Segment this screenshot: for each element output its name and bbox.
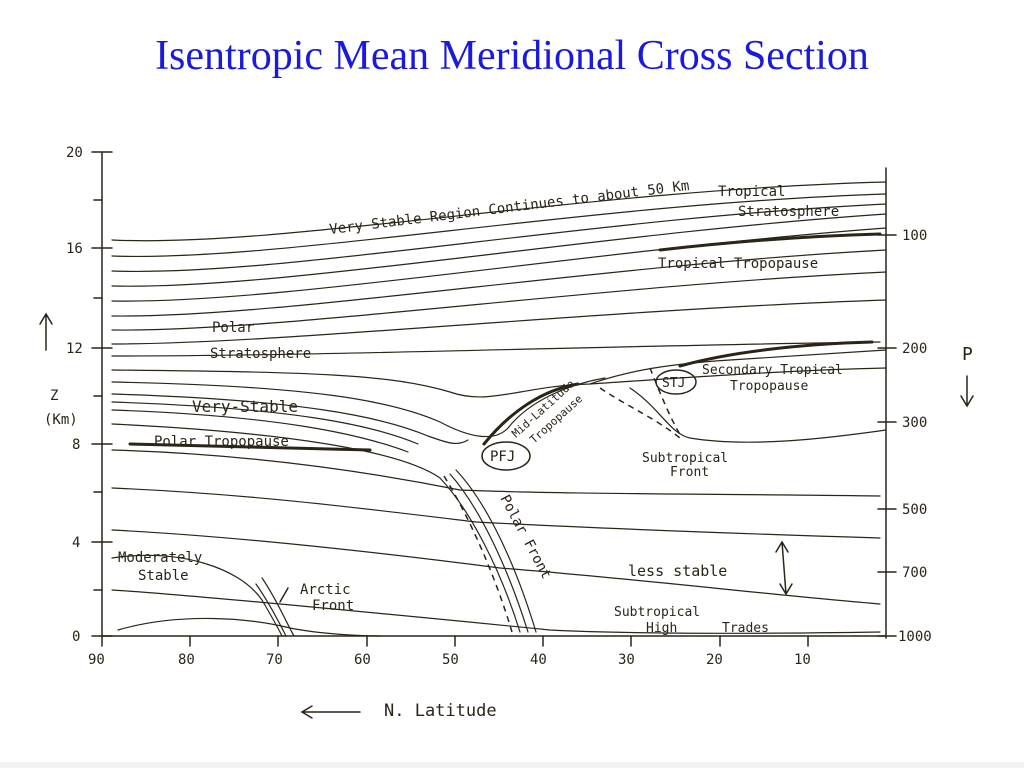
lat-tick-70: 70 — [266, 652, 283, 668]
very-stable-region-label: Very Stable Region Continues to about 50… — [329, 178, 691, 238]
lat-tick-40: 40 — [530, 652, 547, 668]
lat-tick-10: 10 — [794, 652, 811, 668]
lat-tick-90: 90 — [88, 652, 105, 668]
moderately-label: Moderately — [118, 550, 202, 566]
p-tick-300: 300 — [902, 415, 927, 431]
polar-tropopause-label: Polar Tropopause — [154, 434, 289, 450]
up-arrow-icon — [39, 312, 53, 351]
lat-tick-20: 20 — [706, 652, 723, 668]
z-axis-unit: (Km) — [44, 412, 78, 428]
tropical-label: Tropical — [718, 184, 785, 200]
p-tick-200: 200 — [902, 341, 927, 357]
left-arrow-icon — [300, 705, 361, 719]
down-arrow-icon — [960, 375, 974, 408]
p-tick-100: 100 — [902, 228, 927, 244]
z-axis-symbol: Z — [50, 388, 58, 404]
z-tick-16: 16 — [66, 241, 83, 257]
pfj-label: PFJ — [490, 449, 515, 465]
isentrope-lines — [111, 181, 887, 637]
lat-tick-30: 30 — [618, 652, 635, 668]
page-title: Isentropic Mean Meridional Cross Section — [155, 33, 869, 79]
p-tick-500: 500 — [902, 502, 927, 518]
lat-tick-60: 60 — [354, 652, 371, 668]
lat-tick-80: 80 — [178, 652, 195, 668]
subtropical-front-dashed — [599, 387, 681, 439]
secondary-tropopause-label: Tropopause — [730, 379, 808, 394]
p-tick-1000: 1000 — [898, 629, 932, 645]
subtropical-front-label-2: Front — [670, 465, 709, 480]
z-tick-8: 8 — [72, 437, 80, 453]
z-tick-0: 0 — [72, 629, 80, 645]
p-axis-label: P — [962, 344, 973, 365]
high-label: High — [646, 621, 677, 636]
slide-bottom-strip — [0, 762, 1024, 768]
subtropical-front-label: Subtropical — [642, 451, 728, 466]
secondary-tropopause-line — [678, 340, 874, 368]
very-stable-label: Very-Stable — [192, 397, 298, 416]
secondary-tropical-label: Secondary Tropical — [702, 363, 843, 378]
tropical-tropopause-line — [658, 232, 882, 252]
arctic-front-label: Front — [312, 598, 354, 614]
tropical-stratosphere-label: Stratosphere — [738, 204, 839, 220]
stability-double-arrow-icon — [775, 540, 793, 596]
tropical-tropopause-label: Tropical Tropopause — [658, 256, 818, 272]
latitude-axis-label: N. Latitude — [384, 701, 497, 721]
polar-tropopause-line — [128, 442, 372, 452]
polar-stratosphere-label: Stratosphere — [210, 346, 311, 362]
lat-tick-50: 50 — [442, 652, 459, 668]
cross-section-diagram: 20 16 12 8 4 0 Z (Km) 100 200 300 500 70… — [30, 138, 994, 728]
trades-label: Trades — [722, 621, 769, 636]
stj-circle — [655, 369, 697, 395]
mid-latitude-tropopause-line — [482, 382, 580, 446]
z-tick-4: 4 — [72, 535, 80, 551]
subtropical-high-label: Subtropical — [614, 605, 700, 620]
stable-label: Stable — [138, 568, 189, 584]
less-stable-label: less stable — [628, 562, 727, 580]
polar-front-dashed — [443, 475, 513, 633]
stj-label: STJ — [662, 376, 685, 391]
polar-label: Polar — [212, 320, 254, 336]
arctic-label: Arctic — [300, 582, 351, 598]
p-tick-700: 700 — [902, 565, 927, 581]
pfj-circle — [481, 441, 531, 471]
arctic-arrow-icon — [279, 587, 289, 603]
z-tick-20: 20 — [66, 145, 83, 161]
z-tick-12: 12 — [66, 341, 83, 357]
